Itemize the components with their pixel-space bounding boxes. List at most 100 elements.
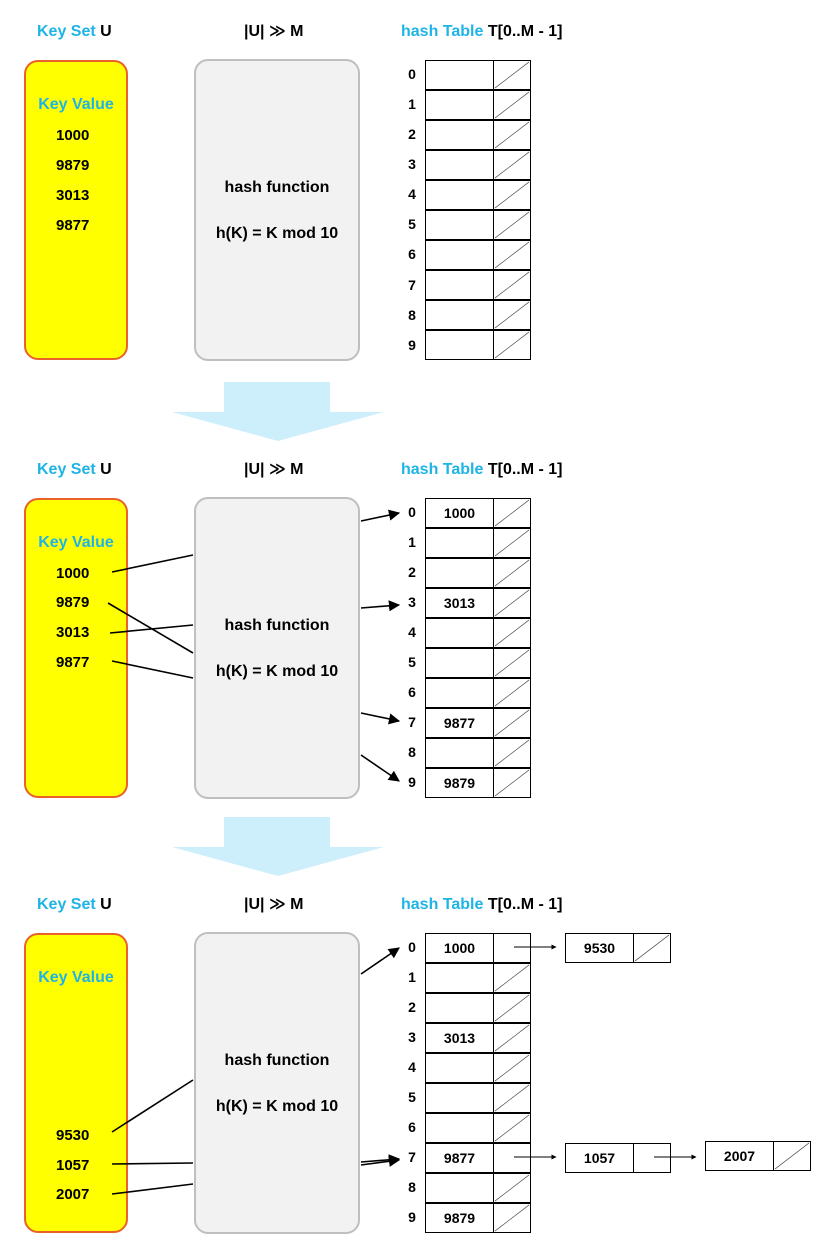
universe-label: |U| ≫ M — [244, 461, 304, 478]
null-pointer-cell — [493, 498, 531, 528]
key-item: 1057 — [56, 1157, 90, 1174]
panel-1: Key Set U |U| ≫ M hash Table T[0..M - 1]… — [0, 0, 836, 361]
slot-index: 6 — [408, 246, 416, 262]
slot-value: 9877 — [425, 708, 494, 738]
key-item: 9530 — [56, 1127, 90, 1144]
slot-value — [425, 528, 494, 558]
hash-formula: h(K) = K mod 10 — [215, 663, 339, 680]
null-pointer-cell — [493, 993, 531, 1023]
slot-index: 3 — [408, 1029, 416, 1045]
hash-function-label: hash function — [224, 617, 330, 634]
universe-label: |U| ≫ M — [244, 23, 304, 40]
hash-function-box: hash function h(K) = K mod 10 — [194, 932, 360, 1234]
slot-value — [425, 678, 494, 708]
slot-value — [425, 1173, 494, 1203]
hash-function-box: hash function h(K) = K mod 10 — [194, 59, 360, 361]
slot-value — [425, 60, 494, 90]
slot-index: 9 — [408, 1209, 416, 1225]
slot-value — [425, 738, 494, 768]
hash-formula: h(K) = K mod 10 — [215, 225, 339, 242]
chain-node-value: 1057 — [565, 1143, 634, 1173]
null-pointer-cell — [493, 648, 531, 678]
null-pointer-cell — [633, 933, 671, 963]
key-set-title: Key Set U — [37, 23, 112, 40]
hash-table-title: hash Table T[0..M - 1] — [401, 896, 563, 913]
pointer-cell — [633, 1143, 671, 1173]
key-item: 3013 — [56, 187, 90, 204]
slot-index: 0 — [408, 504, 416, 520]
hash-function-label: hash function — [224, 179, 330, 196]
slot-index: 7 — [408, 277, 416, 293]
slot-index: 7 — [408, 1149, 416, 1165]
slot-index: 2 — [408, 126, 416, 142]
slot-value — [425, 1083, 494, 1113]
null-pointer-cell — [493, 558, 531, 588]
slot-value: 9877 — [425, 1143, 494, 1173]
slot-value — [425, 120, 494, 150]
slot-value: 3013 — [425, 588, 494, 618]
null-pointer-cell — [493, 588, 531, 618]
slot-index: 2 — [408, 564, 416, 580]
slot-index: 8 — [408, 1179, 416, 1195]
slot-value — [425, 210, 494, 240]
key-item: 9879 — [56, 157, 90, 174]
null-pointer-cell — [493, 180, 531, 210]
null-pointer-cell — [493, 120, 531, 150]
key-set-box: Key Value 1000 9879 3013 9877 — [24, 60, 128, 360]
key-item: 9877 — [56, 654, 90, 671]
null-pointer-cell — [493, 1083, 531, 1113]
slot-index: 1 — [408, 969, 416, 985]
slot-index: 5 — [408, 216, 416, 232]
hash-function-label: hash function — [224, 1052, 330, 1069]
null-pointer-cell — [493, 1203, 531, 1233]
pointer-cell — [493, 1143, 531, 1173]
null-pointer-cell — [493, 60, 531, 90]
key-item: 3013 — [56, 624, 90, 641]
null-pointer-cell — [493, 210, 531, 240]
slot-value — [425, 648, 494, 678]
slot-value: 9879 — [425, 768, 494, 798]
slot-index: 6 — [408, 684, 416, 700]
null-pointer-cell — [493, 963, 531, 993]
slot-value: 1000 — [425, 933, 494, 963]
null-pointer-cell — [493, 300, 531, 330]
slot-value — [425, 993, 494, 1023]
key-set-title: Key Set U — [37, 896, 112, 913]
null-pointer-cell — [493, 240, 531, 270]
slot-index: 3 — [408, 156, 416, 172]
slot-index: 0 — [408, 66, 416, 82]
key-item: 9879 — [56, 594, 90, 611]
slot-value — [425, 180, 494, 210]
key-value-title: Key Value — [38, 534, 114, 551]
null-pointer-cell — [493, 738, 531, 768]
panel-2: Key Set U |U| ≫ M hash Table T[0..M - 1]… — [0, 438, 836, 799]
null-pointer-cell — [493, 1113, 531, 1143]
slot-value — [425, 558, 494, 588]
slot-index: 0 — [408, 939, 416, 955]
slot-index: 4 — [408, 186, 416, 202]
null-pointer-cell — [493, 618, 531, 648]
slot-value — [425, 150, 494, 180]
hash-table-title: hash Table T[0..M - 1] — [401, 461, 563, 478]
key-value-title: Key Value — [38, 96, 114, 113]
chain-node-value: 2007 — [705, 1141, 774, 1171]
null-pointer-cell — [493, 270, 531, 300]
transition-arrow — [172, 817, 384, 876]
slot-index: 3 — [408, 594, 416, 610]
null-pointer-cell — [493, 150, 531, 180]
null-pointer-cell — [493, 678, 531, 708]
slot-index: 1 — [408, 534, 416, 550]
slot-index: 5 — [408, 1089, 416, 1105]
chain-node-value: 9530 — [565, 933, 634, 963]
hash-formula: h(K) = K mod 10 — [215, 1098, 339, 1115]
null-pointer-cell — [493, 1173, 531, 1203]
slot-value — [425, 1053, 494, 1083]
key-value-title: Key Value — [38, 969, 114, 986]
null-pointer-cell — [493, 330, 531, 360]
hash-function-box: hash function h(K) = K mod 10 — [194, 497, 360, 799]
slot-value — [425, 618, 494, 648]
hash-table-title: hash Table T[0..M - 1] — [401, 23, 563, 40]
slot-index: 9 — [408, 774, 416, 790]
key-set-title: Key Set U — [37, 461, 112, 478]
slot-index: 1 — [408, 96, 416, 112]
